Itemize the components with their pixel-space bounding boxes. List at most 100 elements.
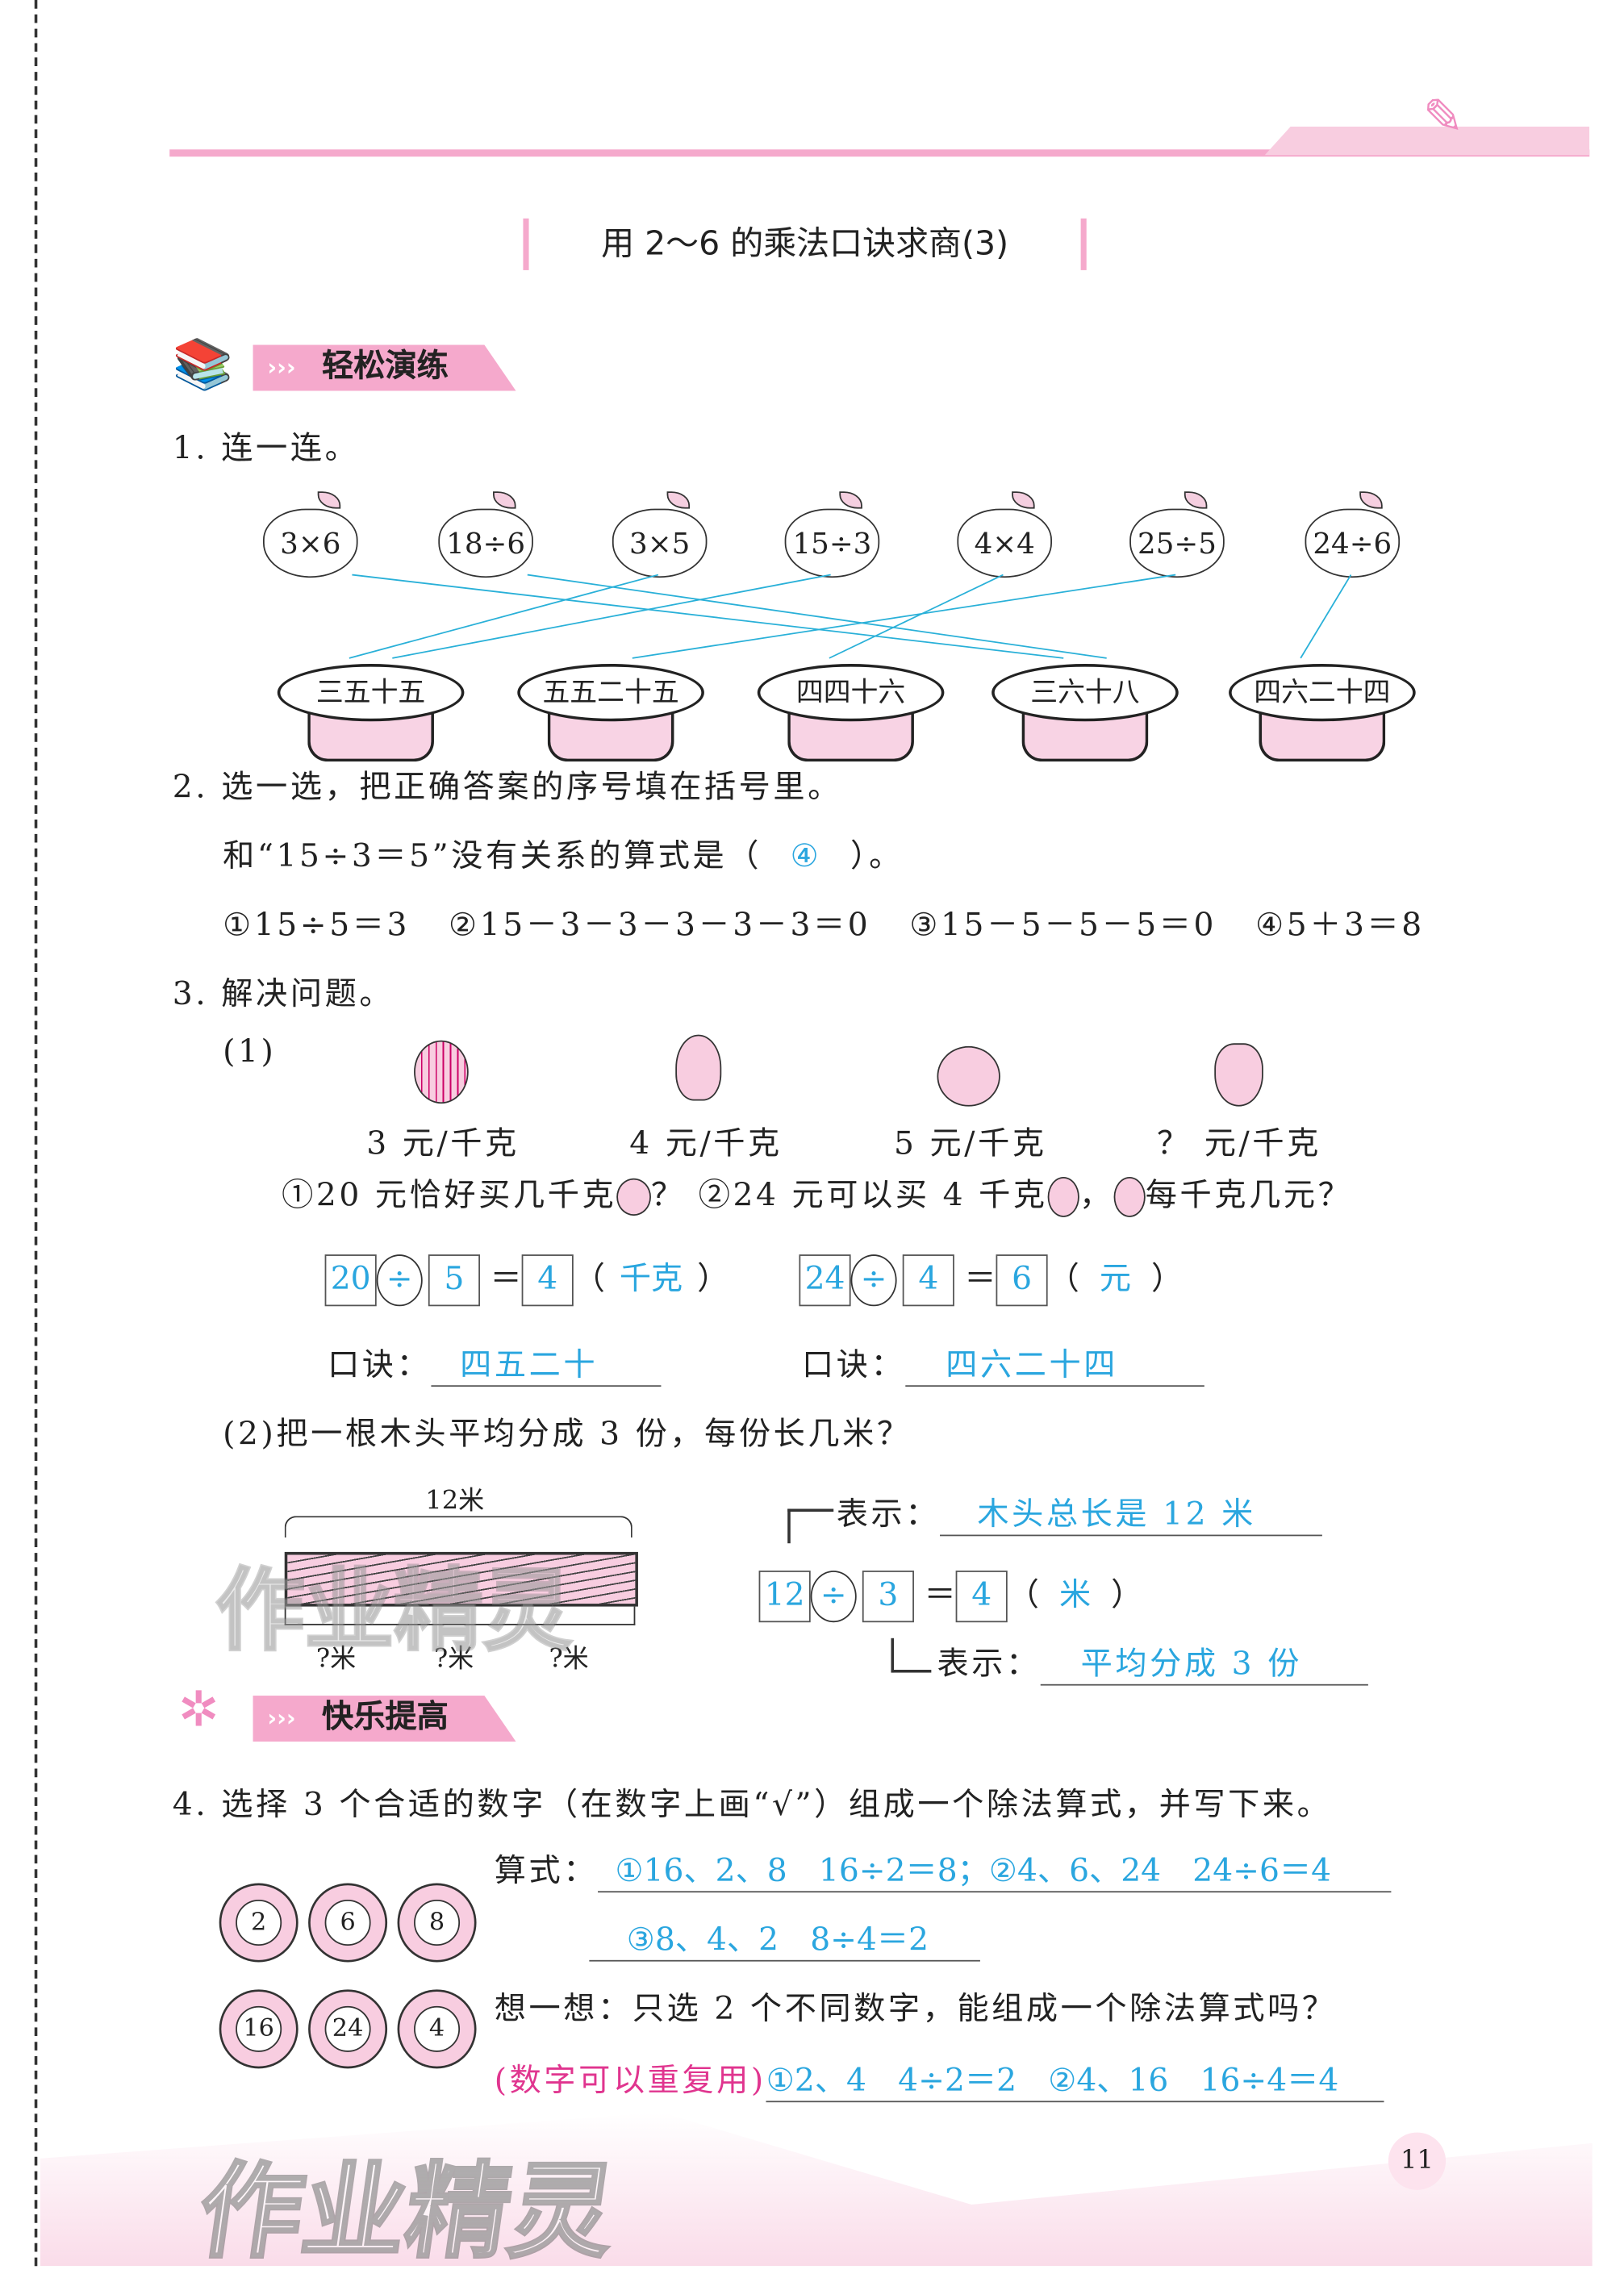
part-label: ?米 [315,1643,357,1675]
quotient-box[interactable]: 6 [996,1254,1048,1307]
bowl-card[interactable]: 四六二十四 [1229,664,1416,762]
bowl-card[interactable]: 五五二十五 [517,664,704,762]
divisor-box[interactable]: 3 [862,1571,914,1623]
matching-line [392,574,831,659]
meaning-answer[interactable]: 平均分成 3 份 [1040,1638,1368,1686]
quotient-box[interactable]: 4 [521,1254,574,1307]
divisor-box[interactable]: 4 [902,1254,954,1307]
unit-answer[interactable]: 米 [1058,1577,1092,1614]
equals-sign: ＝ [490,1262,522,1298]
strawberry-icon [1214,1043,1263,1107]
price-apple: 5 元/千克 [894,1126,1047,1163]
meaning-2: 表示：平均分成 3 份 [937,1638,1368,1686]
apple-card[interactable]: 3×6 [262,508,358,578]
meaning-arrow-1 [787,1508,834,1544]
apple-card[interactable]: 15÷3 [784,508,880,578]
formula-line-2: ③8、4、2 8÷4＝2 [589,1914,980,1962]
meaning-label: 表示： [937,1646,1041,1683]
option-1: ①15÷5＝3 [223,907,410,945]
dividend-box[interactable]: 12 [758,1571,811,1623]
apple-icon [616,1178,651,1216]
part-braces [284,1606,636,1625]
total-brace [284,1516,632,1538]
page-title: 用 2～6 的乘法口诀求商(3) [523,218,1087,270]
bowl-label: 四四十六 [757,664,945,722]
koujue-2: 口诀：四六二十四 [802,1339,1204,1387]
equals-sign: ＝ [924,1577,956,1614]
watermelon-icon [414,1040,469,1104]
bowl-card[interactable]: 三五十五 [277,664,465,762]
subquestion-1-end: ？ [650,1178,686,1215]
operator-circle[interactable]: ÷ [810,1571,857,1623]
formula-answer-2[interactable]: ③8、4、2 8÷4＝2 [589,1914,980,1962]
flower-number: 16 [236,2005,282,2052]
total-length-label: 12米 [425,1485,485,1517]
watermark-large: 作业精灵 [190,2150,624,2273]
meaning-1: 表示：木头总长是 12 米 [837,1489,1322,1537]
pencil-star-icon: ✎ [1422,89,1464,147]
q2-label: 2. 选一选，把正确答案的序号填在括号里。 [172,770,842,807]
matching-line [349,574,659,659]
matching-line [1300,574,1352,659]
apple-card[interactable]: 3×5 [612,508,708,578]
apple-card[interactable]: 25÷5 [1129,508,1225,578]
apple-icon [937,1045,1000,1107]
divisor-box[interactable]: 5 [428,1254,480,1307]
unit-answer[interactable]: 元 [1099,1262,1132,1298]
bowl-label: 五五二十五 [517,664,704,722]
koujue-answer[interactable]: 四五二十 [431,1339,662,1387]
think-question: 想一想：只选 2 个不同数字，能组成一个除法算式吗？ [494,1992,1337,2028]
binding-dashed-line [34,0,38,2267]
number-flower[interactable]: 4 [405,1997,469,2061]
q2-answer[interactable]: ④ [790,839,822,875]
equals-sign: ＝ [964,1262,996,1298]
operator-circle[interactable]: ÷ [376,1254,423,1307]
apple-card[interactable]: 4×4 [957,508,1052,578]
book-icon: 📚 [172,336,234,394]
header-tab [1264,126,1590,156]
bowl-card[interactable]: 三六十八 [992,664,1179,762]
part-label: ?米 [433,1643,474,1675]
q3-subquestions: ①20 元恰好买几千克？ ②24 元可以买 4 千克，每千克几元？ [282,1170,1352,1217]
formula-line-1: 算式：①16、2、8 16÷2＝8；②4、6、24 24÷6＝4 [495,1845,1392,1893]
subquestion-1: ①20 元恰好买几千克 [282,1178,617,1215]
flower-number: 6 [324,1900,371,1946]
subquestion-2: ②24 元可以买 4 千克 [698,1178,1048,1215]
formula-answer-1[interactable]: ①16、2、8 16÷2＝8；②4、6、24 24÷6＝4 [598,1845,1392,1893]
bowl-card[interactable]: 四四十六 [757,664,945,762]
option-3: ③15－5－5－5＝0 [909,907,1217,945]
unit-answer[interactable]: 千克 [619,1262,683,1298]
price-strawberry: ？ 元/千克 [1157,1126,1321,1163]
apple-card[interactable]: 24÷6 [1305,508,1401,578]
q3-part2-question: (2)把一根木头平均分成 3 份，每份长几米？ [223,1416,912,1453]
quotient-box[interactable]: 4 [955,1571,1008,1623]
think-answer[interactable]: ①2、4 4÷2＝2 ②4、16 16÷4＝4 [766,2055,1384,2103]
bowl-label: 四六二十四 [1229,664,1416,722]
section-title: 快乐提高 [322,1700,449,1736]
q2-question: 和“15÷3＝5”没有关系的算式是（④）。 [223,831,904,877]
part-label: ?米 [549,1643,589,1675]
koujue-1: 口诀：四五二十 [328,1339,662,1387]
apple-card[interactable]: 18÷6 [438,508,533,578]
operator-circle[interactable]: ÷ [850,1254,897,1307]
q2-options: ①15÷5＝3 ②15－3－3－3－3－3＝0 ③15－5－5－5＝0 ④5＋3… [223,899,1425,945]
think-answer-line: (数字可以重复用)①2、4 4÷2＝2 ②4、16 16÷4＝4 [495,2055,1384,2103]
number-flower[interactable]: 2 [227,1891,290,1955]
watermark-small: 作业精灵 [214,1556,573,1664]
peach-icon [675,1034,722,1101]
meaning-arrow-2 [891,1638,932,1673]
dividend-box[interactable]: 20 [324,1254,377,1307]
number-flower[interactable]: 6 [315,1891,380,1955]
number-flower[interactable]: 24 [315,1997,380,2061]
number-flower[interactable]: 16 [227,1997,290,2061]
strawberry-icon [1113,1176,1146,1217]
dividend-box[interactable]: 24 [799,1254,851,1307]
page-number: 11 [1388,2132,1447,2190]
meaning-answer[interactable]: 木头总长是 12 米 [940,1489,1322,1537]
q1-label: 1. 连一连。 [172,431,360,467]
number-flower[interactable]: 8 [405,1891,469,1955]
section-header-improve: ›››快乐提高 [253,1696,516,1742]
equation-2: 24÷4 ＝6（元） [799,1253,1183,1307]
price-peach: 4 元/千克 [629,1126,783,1163]
koujue-answer[interactable]: 四六二十四 [905,1339,1204,1387]
